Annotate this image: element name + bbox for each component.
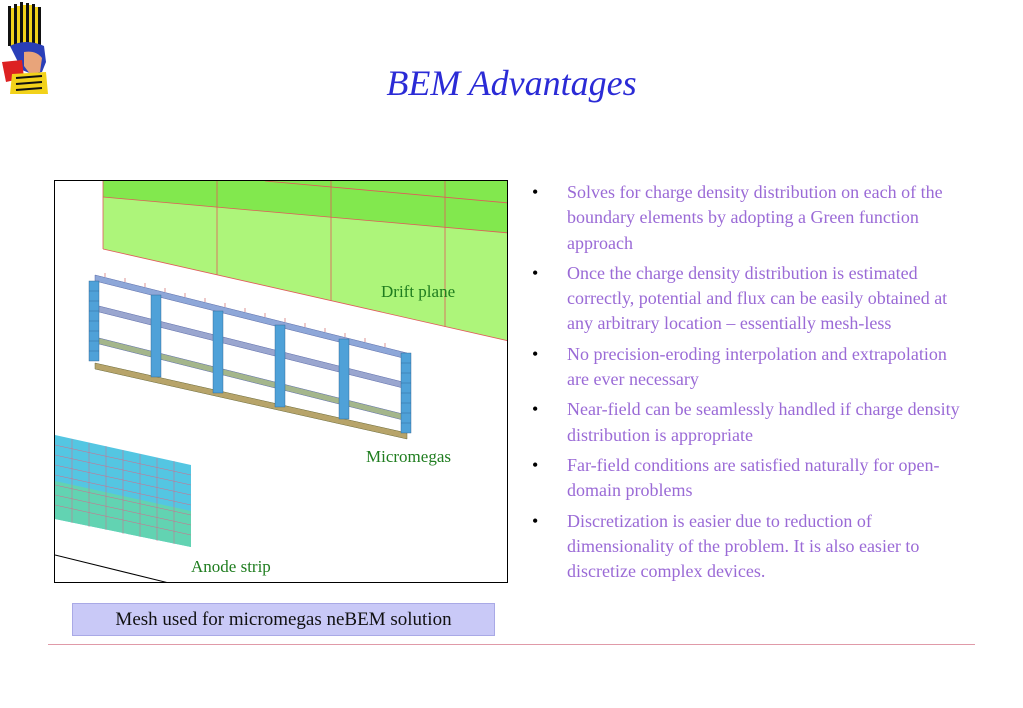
bullet-marker: •	[532, 262, 539, 283]
list-item: • Solves for charge density distribution …	[532, 180, 972, 256]
footer-divider	[48, 644, 975, 645]
drift-plane-mesh	[102, 181, 507, 341]
anode-strip-mesh	[55, 435, 192, 547]
list-item: • Once the charge density distribution is…	[532, 261, 972, 337]
bullet-marker: •	[532, 454, 539, 475]
list-item: • No precision-eroding interpolation and …	[532, 342, 972, 393]
bullet-marker: •	[532, 399, 539, 420]
bullet-text: No precision-eroding interpolation and e…	[567, 343, 947, 390]
slide-title: BEM Advantages	[386, 63, 637, 103]
list-item: • Far-field conditions are satisfied natu…	[532, 453, 972, 504]
micromegas-mesh	[88, 273, 412, 440]
pharaoh-logo-icon	[2, 2, 52, 97]
bullet-marker: •	[532, 510, 539, 531]
bullet-text: Solves for charge density distribution o…	[567, 182, 943, 253]
bullet-text: Discretization is easier due to reductio…	[567, 510, 920, 582]
mesh-figure: Drift plane Micromegas Anode strip	[54, 180, 508, 583]
list-item: • Near-field can be seamlessly handled if…	[532, 397, 972, 448]
figure-caption: Mesh used for micromegas neBEM solution	[72, 603, 495, 636]
bullet-text: Near-field can be seamlessly handled if …	[567, 399, 960, 445]
bullet-marker: •	[532, 343, 539, 364]
bullet-marker: •	[532, 182, 539, 202]
anode-strip-label: Anode strip	[191, 557, 271, 576]
list-item: • Discretization is easier due to reducti…	[532, 509, 972, 585]
micromegas-label: Micromegas	[366, 447, 451, 466]
bullet-text: Far-field conditions are satisfied natur…	[567, 454, 940, 501]
advantages-list: • Solves for charge density distribution …	[532, 180, 972, 589]
drift-plane-label: Drift plane	[381, 282, 456, 301]
bullet-text: Once the charge density distribution is …	[567, 262, 948, 334]
